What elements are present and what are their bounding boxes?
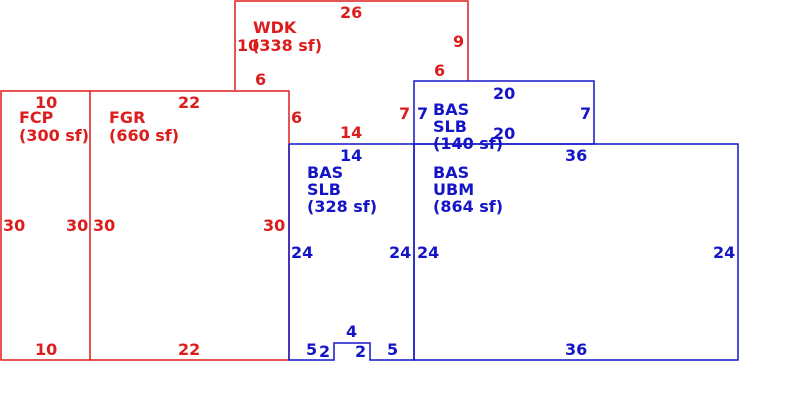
bas-slb-size: (328 sf)	[307, 197, 377, 216]
dim-fgr-left: 30	[93, 216, 115, 235]
dim-fcp-bottom: 10	[35, 340, 57, 359]
bas-ubm-outline	[413, 143, 739, 361]
dim-fcp-top: 10	[35, 93, 57, 112]
wdk-size: (338 sf)	[252, 36, 322, 55]
dim-small-top: 20	[493, 84, 515, 103]
dim-slb-right: 24	[389, 243, 411, 262]
dim-wdk-right: 9	[453, 32, 464, 51]
dim-notch-l2: 2	[319, 342, 330, 361]
dim-wdk-bottom-right: 6	[434, 61, 445, 80]
wdk-code: WDK	[253, 18, 297, 37]
bas-slb-small-code1: BAS	[433, 100, 469, 119]
dim-step-6: 6	[291, 108, 302, 127]
fgr-size: (660 sf)	[109, 126, 179, 145]
dim-notch-right: 5	[387, 340, 398, 359]
dim-fgr-bottom: 22	[178, 340, 200, 359]
bas-slb-code2: SLB	[307, 180, 341, 199]
dim-top-14: 14	[340, 123, 362, 142]
fcp-outline	[0, 90, 91, 361]
dim-fgr-right: 30	[263, 216, 285, 235]
dim-fcp-left: 30	[3, 216, 25, 235]
fcp-size: (300 sf)	[19, 126, 89, 145]
bas-ubm-size: (864 sf)	[433, 197, 503, 216]
bas-slb-code1: BAS	[307, 163, 343, 182]
fgr-code: FGR	[109, 108, 145, 127]
dim-small-right: 7	[580, 104, 591, 123]
dim-small-left: 7	[417, 104, 428, 123]
dim-wdk-bottom-left: 6	[255, 70, 266, 89]
dim-ubm-bottom: 36	[565, 340, 587, 359]
wdk-outline	[234, 0, 469, 90]
dim-wdk-left: 10	[237, 36, 259, 55]
dim-notch-left: 5	[306, 340, 317, 359]
bas-slb-small-code2: SLB	[433, 117, 467, 136]
dim-notch-top: 4	[346, 322, 357, 341]
dim-ubm-right: 24	[713, 243, 735, 262]
dim-notch-r2: 2	[355, 342, 366, 361]
dim-ubm-top: 36	[565, 146, 587, 165]
dim-fcp-right: 30	[66, 216, 88, 235]
dim-wdk-top: 26	[340, 3, 362, 22]
bas-ubm-code1: BAS	[433, 163, 469, 182]
bas-ubm-code2: UBM	[433, 180, 474, 199]
dim-step-7: 7	[399, 104, 410, 123]
dim-slb-left: 24	[291, 243, 313, 262]
fcp-code: FCP	[19, 108, 54, 127]
bas-slb-small-size: (140 sf)	[433, 134, 503, 153]
dim-ubm-left: 24	[417, 243, 439, 262]
dim-fgr-top: 22	[178, 93, 200, 112]
dim-small-bottom: 20	[493, 124, 515, 143]
dim-slb-top: 14	[340, 146, 362, 165]
